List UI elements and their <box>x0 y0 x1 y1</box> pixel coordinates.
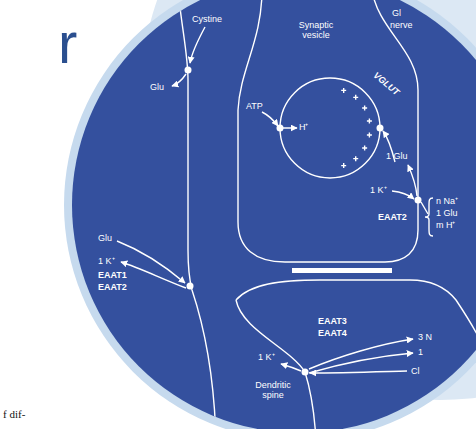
molecule-label: ATP <box>246 101 263 111</box>
transporter-dot <box>277 125 284 132</box>
transporter-dots <box>185 67 422 376</box>
arrow <box>283 127 297 128</box>
ion-label: 1 K⁺ <box>258 352 275 362</box>
molecule-label: 1 Glu <box>436 208 458 218</box>
synaptic-vesicle <box>280 78 380 178</box>
charge-mark <box>367 132 372 137</box>
charge-mark <box>367 119 372 124</box>
brace <box>425 198 433 236</box>
transporter-dot <box>187 283 194 290</box>
arrow <box>392 191 414 199</box>
ion-label: 1 K⁺ <box>98 256 115 266</box>
charge-mark <box>341 163 346 168</box>
vesicle-charges <box>341 88 372 168</box>
leader-line <box>421 202 428 214</box>
transporter-dot <box>415 197 422 204</box>
charge-mark <box>362 106 367 111</box>
molecule-label: 1 Glu <box>386 151 408 161</box>
arrow <box>310 371 407 373</box>
transporter-label: EAAT3 <box>318 316 347 326</box>
structure-label: Gl <box>392 8 401 18</box>
transporter-label: EAAT2 <box>378 212 407 222</box>
ion-label: m H⁺ <box>436 220 456 230</box>
transporter-label: EAAT1 <box>98 270 127 280</box>
structure-label: nerve <box>390 20 413 30</box>
arrow <box>262 112 278 126</box>
structure-label: Synaptic vesicle <box>290 20 342 41</box>
postsynaptic-membrane <box>236 280 476 340</box>
arrow <box>408 165 417 196</box>
ion-label: 1 K⁺ <box>370 185 387 195</box>
presynaptic-terminal <box>238 0 418 262</box>
ion-label: Cl <box>411 366 420 376</box>
ring <box>64 0 476 429</box>
molecule-label: Glu <box>150 82 164 92</box>
glial-membrane <box>178 0 216 429</box>
transporter-dot <box>302 369 309 376</box>
body-text-fragment: f dif- <box>3 408 25 421</box>
ion-label: 3 N <box>418 332 432 342</box>
ion-label: H⁺ <box>299 122 309 132</box>
molecule-label: Glu <box>98 233 112 243</box>
molecule-label: Cystine <box>192 14 222 24</box>
arrow <box>117 241 185 283</box>
dark-disc <box>72 0 476 429</box>
transporter-label: EAAT4 <box>318 328 347 338</box>
transporter-dot <box>185 67 192 74</box>
ion-label: 1 <box>418 347 423 357</box>
ion-label: n Na⁺ <box>436 196 458 206</box>
charge-mark <box>362 146 367 151</box>
charge-mark <box>341 88 346 93</box>
structure-label: Dendritic spine <box>250 380 296 401</box>
heading-fragment: r <box>58 14 77 72</box>
arrow <box>309 353 413 373</box>
line-art <box>117 0 476 429</box>
charge-mark <box>353 95 358 100</box>
arrow <box>281 364 301 371</box>
charge-mark <box>353 156 358 161</box>
arrow <box>190 27 205 63</box>
spine-wall <box>236 300 316 429</box>
synaptic-density <box>292 268 392 273</box>
transporter-dot <box>377 125 384 132</box>
transporter-label: EAAT2 <box>98 282 127 292</box>
arrow <box>172 74 186 86</box>
arrow <box>121 262 186 288</box>
